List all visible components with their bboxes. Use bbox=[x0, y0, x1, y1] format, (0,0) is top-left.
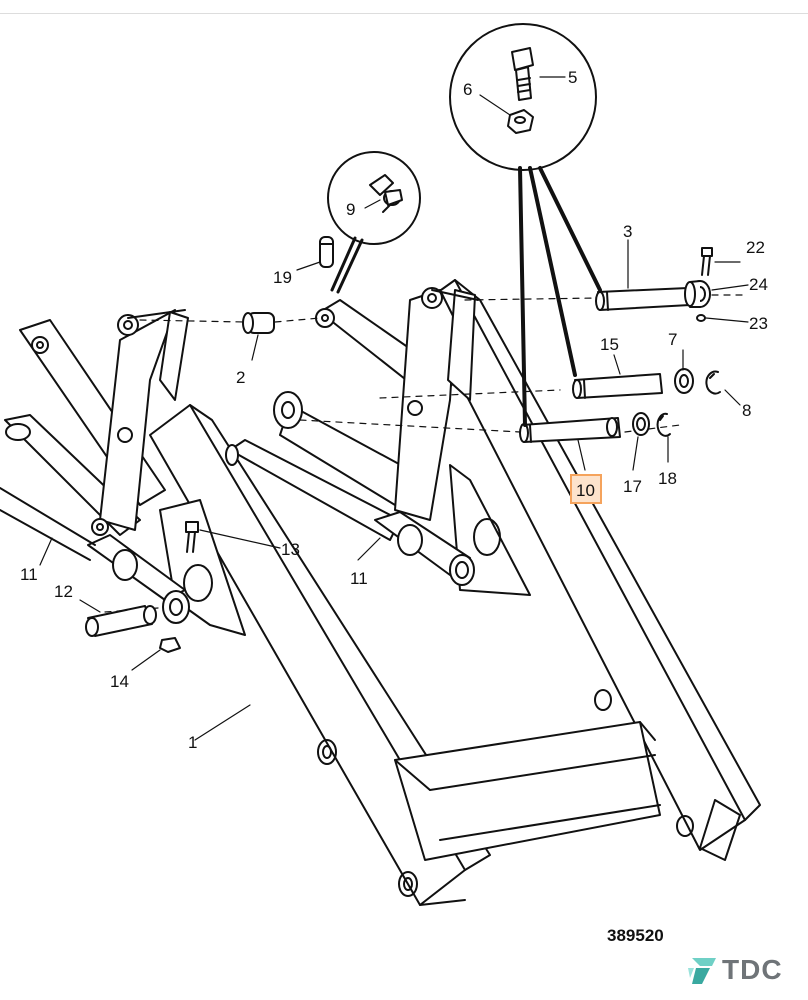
label-part-3[interactable]: 3 bbox=[623, 222, 632, 241]
circlip-8 bbox=[705, 370, 721, 395]
label-part-12[interactable]: 12 bbox=[54, 582, 73, 601]
label-part-9[interactable]: 9 bbox=[346, 200, 355, 219]
label-part-1[interactable]: 1 bbox=[188, 733, 197, 752]
detail-circle-9 bbox=[327, 151, 421, 294]
label-part-11-right[interactable]: 11 bbox=[350, 569, 368, 588]
bolt-22 bbox=[701, 247, 713, 276]
part-12-shape bbox=[85, 605, 157, 637]
pin-10-shape bbox=[519, 417, 621, 443]
label-part-2[interactable]: 2 bbox=[236, 368, 245, 387]
label-part-11-left[interactable]: 11 bbox=[20, 565, 38, 584]
washer-17 bbox=[632, 412, 650, 436]
washer-24 bbox=[684, 280, 711, 308]
part-2-shape bbox=[242, 312, 275, 334]
label-part-24[interactable]: 24 bbox=[749, 275, 768, 294]
logo-text: TDC bbox=[722, 954, 783, 985]
left-bellcrank bbox=[0, 309, 246, 636]
part-19-shape bbox=[319, 236, 334, 268]
label-part-19[interactable]: 19 bbox=[273, 268, 292, 287]
top-divider bbox=[0, 13, 808, 14]
part-13-shape bbox=[185, 521, 199, 553]
label-part-6[interactable]: 6 bbox=[463, 80, 472, 99]
circlip-18 bbox=[656, 412, 671, 437]
detail-circle-5-6 bbox=[449, 23, 602, 427]
label-part-17[interactable]: 17 bbox=[623, 477, 642, 496]
label-part-7[interactable]: 7 bbox=[668, 330, 677, 349]
label-part-18[interactable]: 18 bbox=[658, 469, 677, 488]
label-part-10[interactable]: 10 bbox=[576, 481, 595, 500]
label-part-13[interactable]: 13 bbox=[281, 540, 300, 559]
right-bellcrank bbox=[225, 287, 531, 596]
label-part-23[interactable]: 23 bbox=[749, 314, 768, 333]
leader-lines bbox=[39, 76, 749, 741]
nut-23 bbox=[696, 314, 706, 322]
washer-7 bbox=[674, 368, 694, 394]
drawing-number: 389520 bbox=[607, 926, 664, 945]
label-part-22[interactable]: 22 bbox=[746, 238, 765, 257]
pin-15-shape bbox=[572, 373, 663, 399]
tdc-logo: TDC bbox=[686, 952, 796, 988]
highlight-box-10 bbox=[570, 474, 602, 504]
label-part-15[interactable]: 15 bbox=[600, 335, 619, 354]
pin-3-shape bbox=[595, 287, 691, 311]
label-part-5[interactable]: 5 bbox=[568, 68, 577, 87]
tdc-logo-icon bbox=[688, 958, 716, 984]
label-part-8[interactable]: 8 bbox=[742, 401, 751, 420]
part-14-shape bbox=[159, 637, 181, 653]
label-part-14[interactable]: 14 bbox=[110, 672, 129, 691]
part-labels: 1 2 3 5 6 7 8 9 10 11 11 12 13 14 15 17 … bbox=[20, 68, 768, 752]
boom-arm bbox=[149, 279, 761, 906]
